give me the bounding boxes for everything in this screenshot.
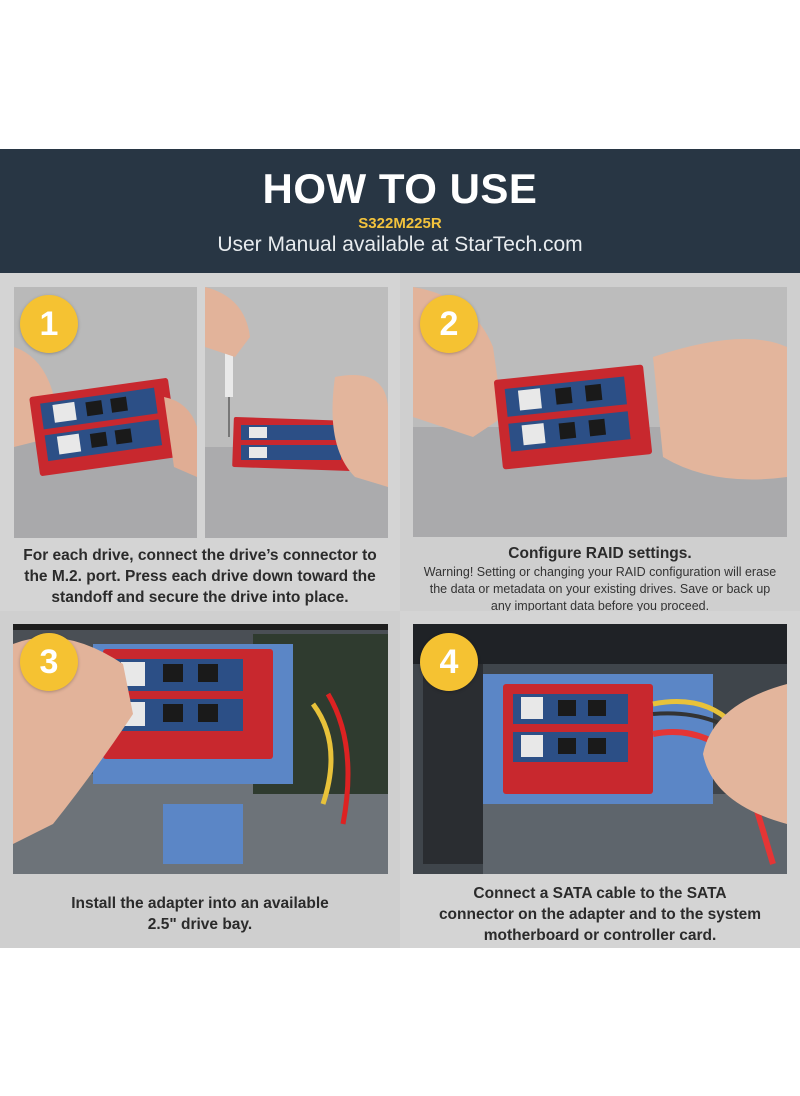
manual-note: User Manual available at StarTech.com [217, 233, 583, 256]
step-2-photo-hands-with-adapter [413, 287, 787, 537]
step-2-caption: Configure RAID settings. Warning! Settin… [400, 543, 800, 615]
step-2-warning-line: any important data before you proceed. [490, 599, 710, 613]
step-2-panel: 2 Configure RAID settings. Warning! Sett… [400, 273, 800, 613]
step-3-caption-line: Install the adapter into an available [71, 895, 329, 912]
step-4-caption: Connect a SATA cable to the SATA connect… [400, 883, 800, 946]
step-2-title: Configure RAID settings. [508, 545, 692, 562]
step-1-panel: 1 For each drive, connect the drive’s co… [0, 273, 400, 611]
step-4-caption-line: connector on the adapter and to the syst… [438, 906, 762, 923]
header-banner: HOW TO USE S322M225R User Manual availab… [0, 149, 800, 273]
step-4-panel: 4 Connect a SATA cable to the SATA conne… [400, 611, 800, 948]
step-3-caption-line: 2.5" drive bay. [147, 916, 253, 933]
step-1-badge: 1 [20, 295, 78, 353]
step-1-caption-line: For each drive, connect the drive’s conn… [23, 547, 377, 564]
step-1-caption-line: standoff and secure the drive into place… [51, 589, 349, 606]
step-4-caption-line: Connect a SATA cable to the SATA [473, 885, 727, 902]
step-3-badge: 3 [20, 633, 78, 691]
step-3-panel: 3 Install the adapter into an available … [0, 611, 400, 948]
step-2-badge: 2 [420, 295, 478, 353]
step-4-caption-line: motherboard or controller card. [483, 927, 717, 944]
model-number: S322M225R [358, 215, 442, 232]
step-2-warning-line: the data or metadata on your existing dr… [429, 582, 771, 596]
step-2-warning-line: Warning! Setting or changing your RAID c… [423, 565, 777, 579]
step-1-caption-line: the M.2. port. Press each drive down tow… [24, 568, 376, 585]
step-1-caption: For each drive, connect the drive’s conn… [0, 545, 400, 608]
page-title: HOW TO USE [262, 165, 538, 212]
step-3-caption: Install the adapter into an available 2.… [0, 893, 400, 935]
step-1-photo-hands-holding-adapter [14, 287, 197, 538]
step-4-badge: 4 [420, 633, 478, 691]
step-1-photo-screwdriver [205, 287, 388, 538]
